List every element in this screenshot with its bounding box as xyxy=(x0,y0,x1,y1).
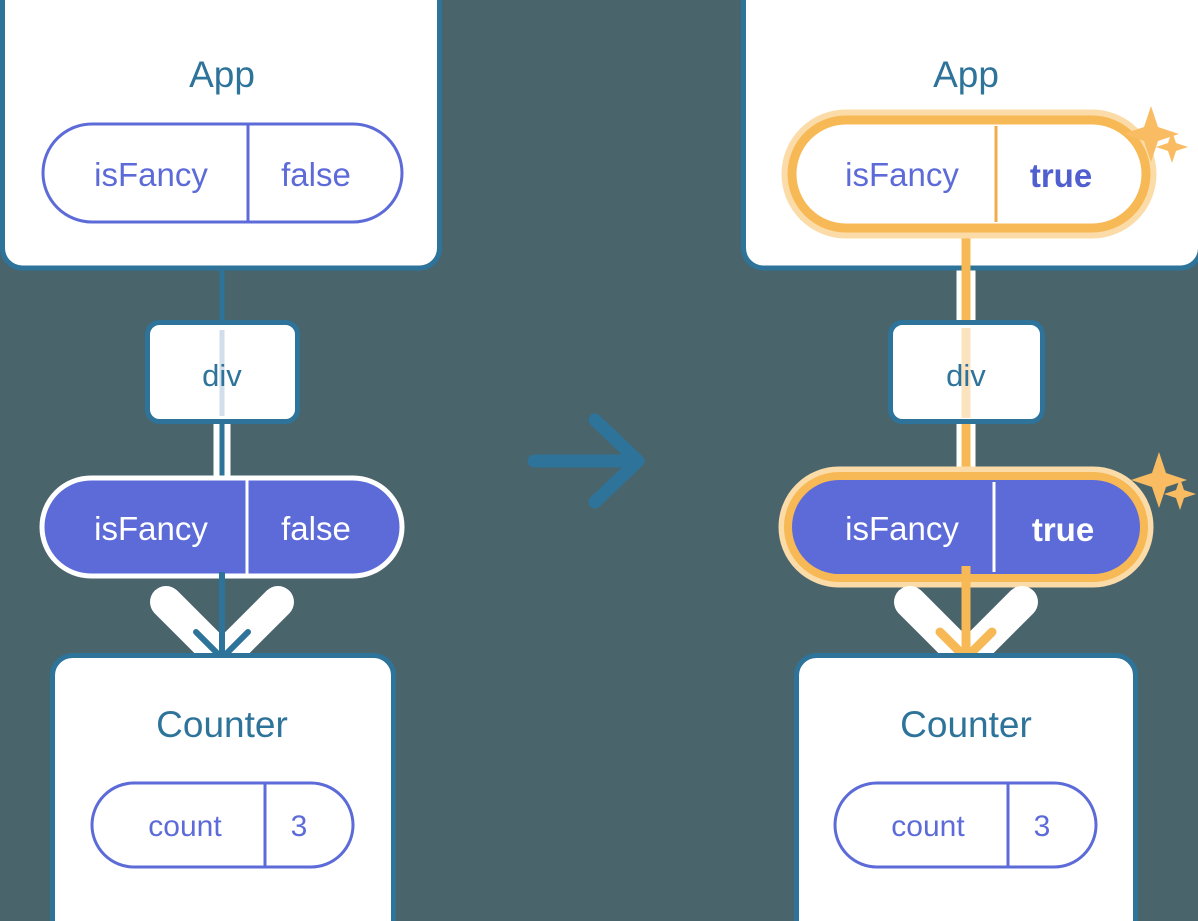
app-pill-key: isFancy xyxy=(845,156,959,193)
transition-arrow xyxy=(527,413,645,509)
sparkle-small-icon xyxy=(1164,478,1196,510)
div-element-box[interactable]: div xyxy=(145,320,300,424)
prop-pill[interactable]: isFancy true xyxy=(778,466,1154,588)
prop-pill-value: false xyxy=(281,510,351,547)
sparkle-large-icon xyxy=(1131,452,1187,508)
before-state-panel: App isFancy false div isFancy false xyxy=(0,0,442,921)
counter-pill-key: count xyxy=(891,810,965,843)
after-state-panel: App isFancy true div isFancy xyxy=(741,0,1198,921)
counter-state-pill[interactable]: count 3 xyxy=(90,781,355,869)
counter-pill-key: count xyxy=(148,810,222,843)
div-box-title: div xyxy=(202,358,242,393)
app-pill-highlight-ring xyxy=(787,115,1151,233)
prop-pill[interactable]: isFancy false xyxy=(39,475,405,579)
app-pill-frame xyxy=(41,122,404,224)
counter-pill-frame xyxy=(833,781,1098,869)
app-pill-value: true xyxy=(1030,157,1092,194)
counter-state-pill[interactable]: count 3 xyxy=(833,781,1098,869)
prop-pill-value: true xyxy=(1032,511,1094,548)
counter-pill-value: 3 xyxy=(291,810,308,843)
sparkle-large-icon xyxy=(1123,106,1179,162)
div-element-box[interactable]: div xyxy=(888,320,1045,424)
app-state-pill[interactable]: isFancy true xyxy=(781,109,1157,239)
prop-pill-key: isFancy xyxy=(845,510,959,547)
app-pill-value: false xyxy=(281,156,351,193)
counter-pill-value: 3 xyxy=(1034,810,1051,843)
sparkle-small-icon xyxy=(1156,131,1188,163)
sparkle-bottom xyxy=(1131,452,1196,510)
app-pill-key: isFancy xyxy=(94,156,208,193)
sparkle-top xyxy=(1123,106,1188,163)
app-state-pill[interactable]: isFancy false xyxy=(41,122,404,224)
div-box-title: div xyxy=(946,358,986,393)
prop-pill-key: isFancy xyxy=(94,510,208,547)
arrow-right-icon-head xyxy=(588,413,645,509)
app-box-title: App xyxy=(189,54,255,95)
counter-box-title: Counter xyxy=(900,704,1032,745)
counter-pill-frame xyxy=(90,781,355,869)
counter-box-title: Counter xyxy=(156,704,288,745)
app-box-title: App xyxy=(933,54,999,95)
